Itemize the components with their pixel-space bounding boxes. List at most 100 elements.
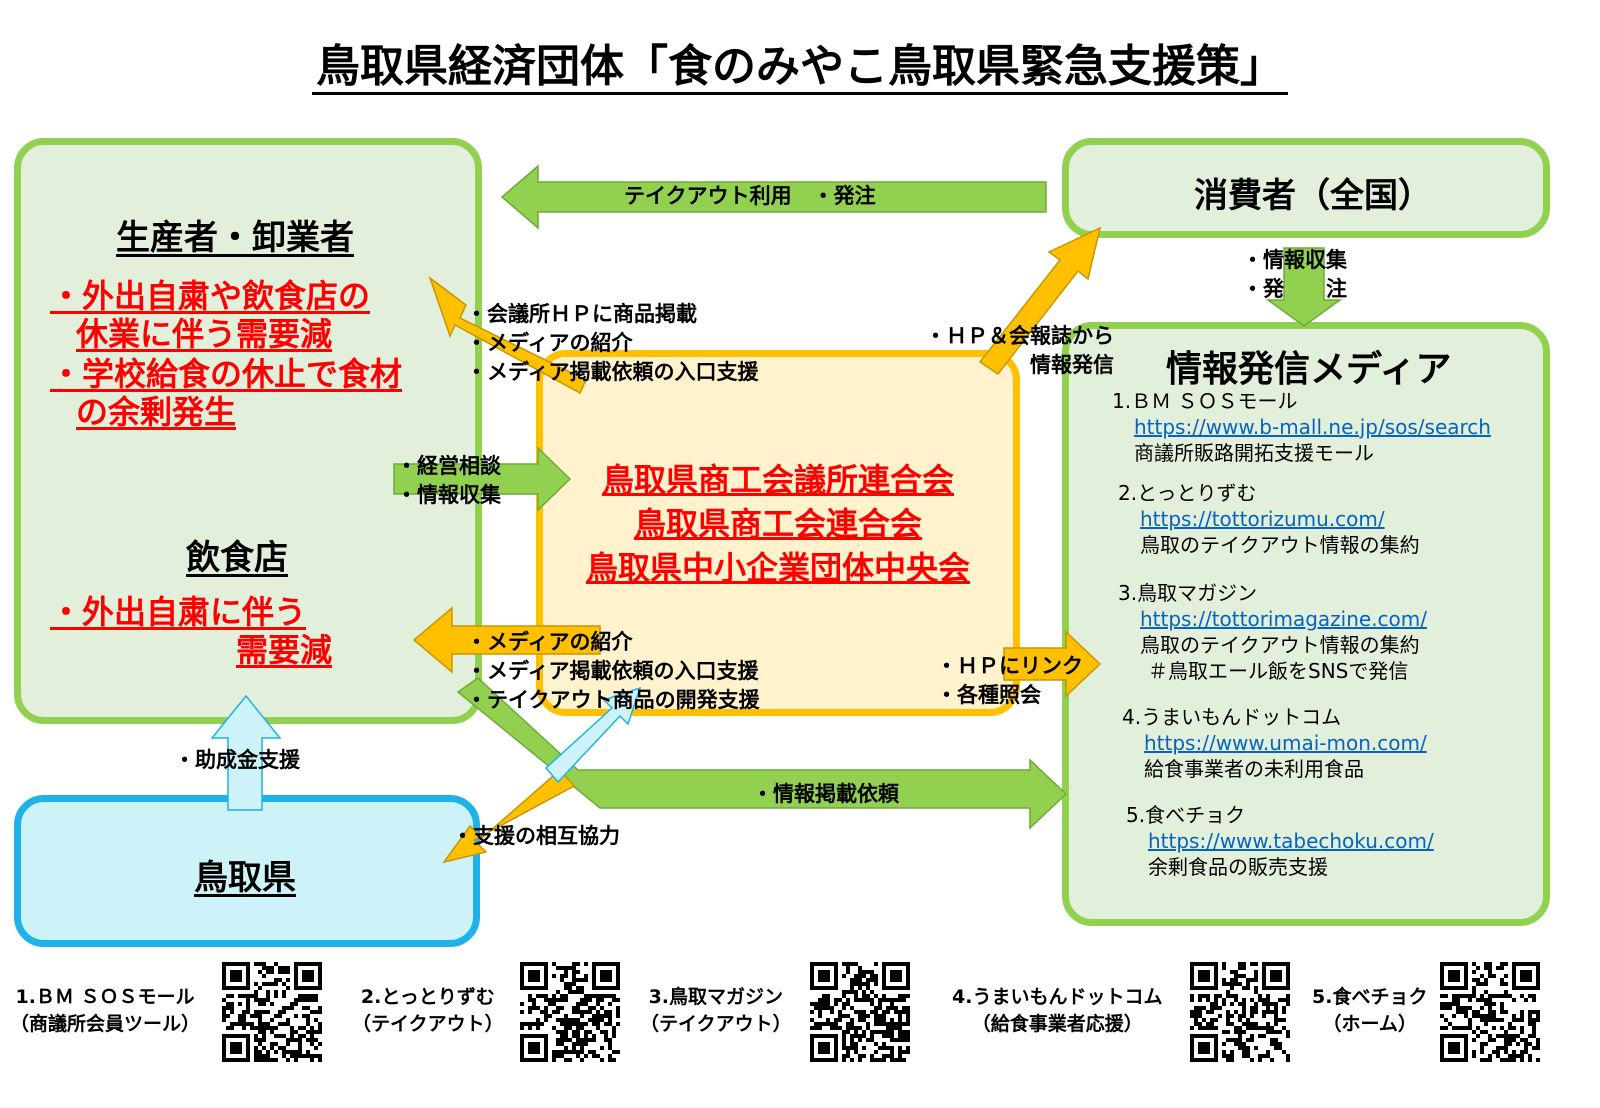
mutual-support-arrow xyxy=(442,768,576,864)
lower-support-labels: ・メディアの紹介 ・メディア掲載依頼の入口支援 ・テイクアウト商品の開発支援 xyxy=(466,628,760,715)
media-item-4-link[interactable]: https://www.umai-mon.com/ xyxy=(1144,731,1427,755)
qr-2-line1: 2.とっとりずむ xyxy=(360,986,495,1008)
hp-link-arrow xyxy=(1003,630,1102,698)
media-item-1: 1.ＢＭ ＳＯＳモール https://www.b-mall.ne.jp/sos… xyxy=(1112,388,1491,466)
prefecture-box xyxy=(14,795,480,947)
qr-group-3: 3.鳥取マガジン （テイクアウト） xyxy=(640,984,792,1038)
upper-support-labels: ・会議所ＨＰに商品掲載 ・メディアの紹介 ・メディア掲載依頼の入口支援 xyxy=(466,300,759,387)
media-item-2-desc: 鳥取のテイクアウト情報の集約 xyxy=(1140,533,1420,557)
qr-code-4[interactable] xyxy=(1190,962,1290,1066)
qr-code-5[interactable] xyxy=(1440,962,1540,1066)
info-request-arrow xyxy=(456,677,1068,830)
producers-bullet-1: ・外出自粛や飲食店の xyxy=(50,277,371,315)
media-item-5-link[interactable]: https://www.tabechoku.com/ xyxy=(1148,829,1434,853)
qr-3-line1: 3.鳥取マガジン xyxy=(648,986,784,1008)
qr-5-line2: （ホーム） xyxy=(1322,1013,1417,1035)
media-item-1-name: 1.ＢＭ ＳＯＳモール xyxy=(1112,389,1298,413)
qr-4-line2: （給食事業者応援） xyxy=(971,1013,1143,1035)
qr-group-5: 5.食べチョク （ホーム） xyxy=(1312,984,1427,1038)
hp-info-1: ・ＨＰ＆会報誌から xyxy=(925,324,1114,348)
media-item-5-name: 5.食べチョク xyxy=(1126,803,1246,827)
consult-labels: ・経営相談 ・情報収集 xyxy=(396,452,501,510)
producers-bullet-4: の余剰発生 xyxy=(76,393,237,431)
media-item-4-name: 4.うまいもんドットコム xyxy=(1122,705,1342,729)
qr-code-3[interactable] xyxy=(810,962,910,1066)
qr-2-line2: （テイクアウト） xyxy=(352,1013,504,1035)
hp-info-labels: ・ＨＰ＆会報誌から 情報発信 xyxy=(900,322,1114,380)
prefecture-heading: 鳥取県 xyxy=(194,858,296,898)
lower-support-3: ・テイクアウト商品の開発支援 xyxy=(466,688,760,712)
qr-code-image xyxy=(1440,962,1540,1062)
media-item-3-desc-2: ＃鳥取エール飯をSNSで発信 xyxy=(1148,659,1409,683)
restaurants-bullet-2: 需要減 xyxy=(236,631,333,669)
qr-code-image xyxy=(1190,962,1290,1062)
hp-link-1: ・ＨＰにリンク xyxy=(936,654,1083,678)
media-item-4: 4.うまいもんドットコム https://www.umai-mon.com/ 給… xyxy=(1112,704,1491,782)
qr-code-image xyxy=(520,962,620,1062)
qr-5-line1: 5.食べチョク xyxy=(1312,986,1428,1008)
media-item-1-link[interactable]: https://www.b-mall.ne.jp/sos/search xyxy=(1134,415,1491,439)
info-request-label: ・情報掲載依頼 xyxy=(752,782,899,806)
qr-3-line2: （テイクアウト） xyxy=(640,1013,792,1035)
qr-1-line2: （商議所会員ツール） xyxy=(10,1013,201,1035)
upper-support-arrow xyxy=(428,275,587,395)
subsidy-arrow xyxy=(210,694,282,811)
chamber-line-2: 鳥取県商工会連合会 xyxy=(633,505,922,543)
lower-support-1: ・メディアの紹介 xyxy=(466,630,633,654)
media-item-3-name: 3.鳥取マガジン xyxy=(1118,581,1258,605)
lower-support-arrow xyxy=(412,606,601,674)
producers-bullet-2: 休業に伴う需要減 xyxy=(76,315,333,353)
takeout-arrow xyxy=(500,164,1047,230)
upper-support-2: ・メディアの紹介 xyxy=(466,331,633,355)
hp-link-2: ・各種照会 xyxy=(936,683,1041,707)
hp-link-labels: ・ＨＰにリンク ・各種照会 xyxy=(936,652,1083,710)
consumer-media-arrow xyxy=(1265,247,1343,327)
media-item-3-desc-1: 鳥取のテイクアウト情報の集約 xyxy=(1140,633,1420,657)
qr-group-1: 1.ＢＭ ＳＯＳモール （商議所会員ツール） xyxy=(10,984,200,1038)
media-item-5: 5.食べチョク https://www.tabechoku.com/ 余剰食品の… xyxy=(1112,802,1491,880)
consult-arrow xyxy=(393,446,572,512)
media-item-3-link[interactable]: https://tottorimagazine.com/ xyxy=(1140,607,1428,631)
hp-info-2: 情報発信 xyxy=(1030,353,1114,377)
qr-code-1[interactable] xyxy=(222,962,322,1066)
consumers-heading: 消費者（全国） xyxy=(1194,176,1432,216)
qr-1-line1: 1.ＢＭ ＳＯＳモール xyxy=(15,986,195,1008)
upper-support-1: ・会議所ＨＰに商品掲載 xyxy=(466,302,697,326)
producers-heading: 生産者・卸業者 xyxy=(116,218,354,258)
chamber-box xyxy=(536,350,1020,716)
media-item-2-link[interactable]: https://tottorizumu.com/ xyxy=(1140,507,1385,531)
restaurants-heading: 飲食店 xyxy=(186,538,288,578)
media-item-5-desc: 余剰食品の販売支援 xyxy=(1148,855,1328,879)
media-box xyxy=(1062,322,1550,926)
media-item-2-name: 2.とっとりずむ xyxy=(1118,481,1257,505)
consumer-info-labels: ・情報収集 ・発 注 xyxy=(1242,246,1347,304)
media-item-1-desc: 商議所販路開拓支援モール xyxy=(1134,441,1374,465)
qr-code-image xyxy=(810,962,910,1062)
consumers-box xyxy=(1062,138,1550,238)
consumer-info-1: ・情報収集 xyxy=(1242,248,1347,272)
consult-1: ・経営相談 xyxy=(396,454,501,478)
takeout-label: テイクアウト利用 ・発注 xyxy=(624,184,876,208)
qr-4-line1: 4.うまいもんドットコム xyxy=(952,986,1163,1008)
media-heading: 情報発信メディア xyxy=(1166,349,1452,390)
qr-group-4: 4.うまいもんドットコム （給食事業者応援） xyxy=(952,984,1162,1038)
qr-code-2[interactable] xyxy=(520,962,620,1066)
media-item-4-desc: 給食事業者の未利用食品 xyxy=(1144,757,1364,781)
consult-2: ・情報収集 xyxy=(396,483,501,507)
subsidy-label: ・助成金支援 xyxy=(174,748,300,772)
chamber-line-3: 鳥取県中小企業団体中央会 xyxy=(585,549,970,587)
producers-bullet-3: ・学校給食の休止で食材 xyxy=(50,355,403,393)
mutual-support-label: ・支援の相互協力 xyxy=(452,824,620,848)
page-title: 鳥取県経済団体「食のみやこ鳥取県緊急支援策」 xyxy=(0,30,1600,95)
media-item-2: 2.とっとりずむ https://tottorizumu.com/ 鳥取のテイク… xyxy=(1112,480,1491,558)
producers-restaurants-box xyxy=(14,138,482,724)
lower-support-2: ・メディア掲載依頼の入口支援 xyxy=(466,659,759,683)
restaurants-bullet-1: ・外出自粛に伴う xyxy=(50,593,307,631)
mutual-support-arrow-blue xyxy=(544,686,642,784)
media-item-3: 3.鳥取マガジン https://tottorimagazine.com/ 鳥取… xyxy=(1112,580,1491,684)
upper-support-3: ・メディア掲載依頼の入口支援 xyxy=(466,360,759,384)
chamber-line-1: 鳥取県商工会議所連合会 xyxy=(601,461,954,499)
hp-info-arrow xyxy=(978,226,1102,376)
chamber-names: 鳥取県商工会議所連合会 鳥取県商工会連合会 鳥取県中小企業団体中央会 xyxy=(536,458,1020,590)
